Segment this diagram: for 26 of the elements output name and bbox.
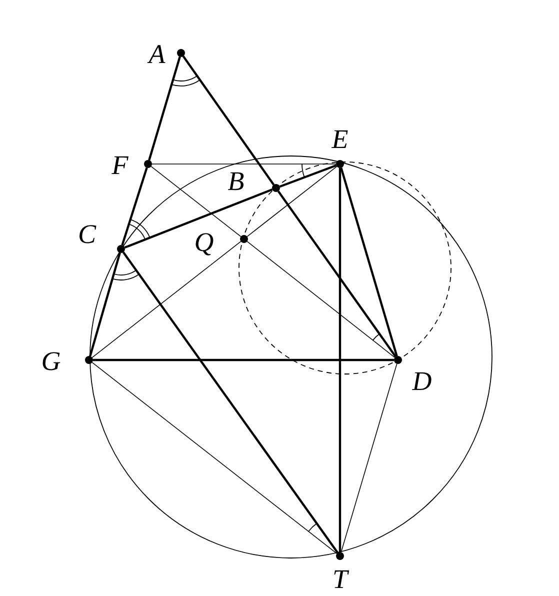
- line-segment: [182, 56, 275, 186]
- point-label: G: [41, 346, 61, 376]
- point-label: Q: [194, 227, 214, 257]
- point-label: C: [78, 219, 96, 249]
- line-segment: [279, 164, 337, 188]
- point-label: A: [148, 39, 166, 69]
- point-label: F: [112, 150, 128, 180]
- line-segment: [150, 166, 242, 237]
- line-segment: [340, 168, 398, 356]
- line-segment: [338, 168, 342, 552]
- line-segment: [340, 363, 398, 553]
- line-segment: [89, 252, 121, 356]
- line-segment: [93, 358, 394, 362]
- line-segment: [124, 188, 273, 249]
- line-segment: [246, 166, 338, 237]
- point-label: E: [332, 124, 348, 154]
- line-segment: [148, 56, 181, 160]
- line-segment: [122, 252, 339, 554]
- line-segment: [121, 167, 148, 246]
- point-label: D: [412, 366, 432, 396]
- point-label: B: [228, 166, 244, 196]
- line-segment: [277, 190, 397, 358]
- point-label: T: [332, 564, 348, 594]
- line-segment: [92, 362, 338, 554]
- line-segment: [92, 241, 242, 358]
- line-segment: [246, 241, 396, 358]
